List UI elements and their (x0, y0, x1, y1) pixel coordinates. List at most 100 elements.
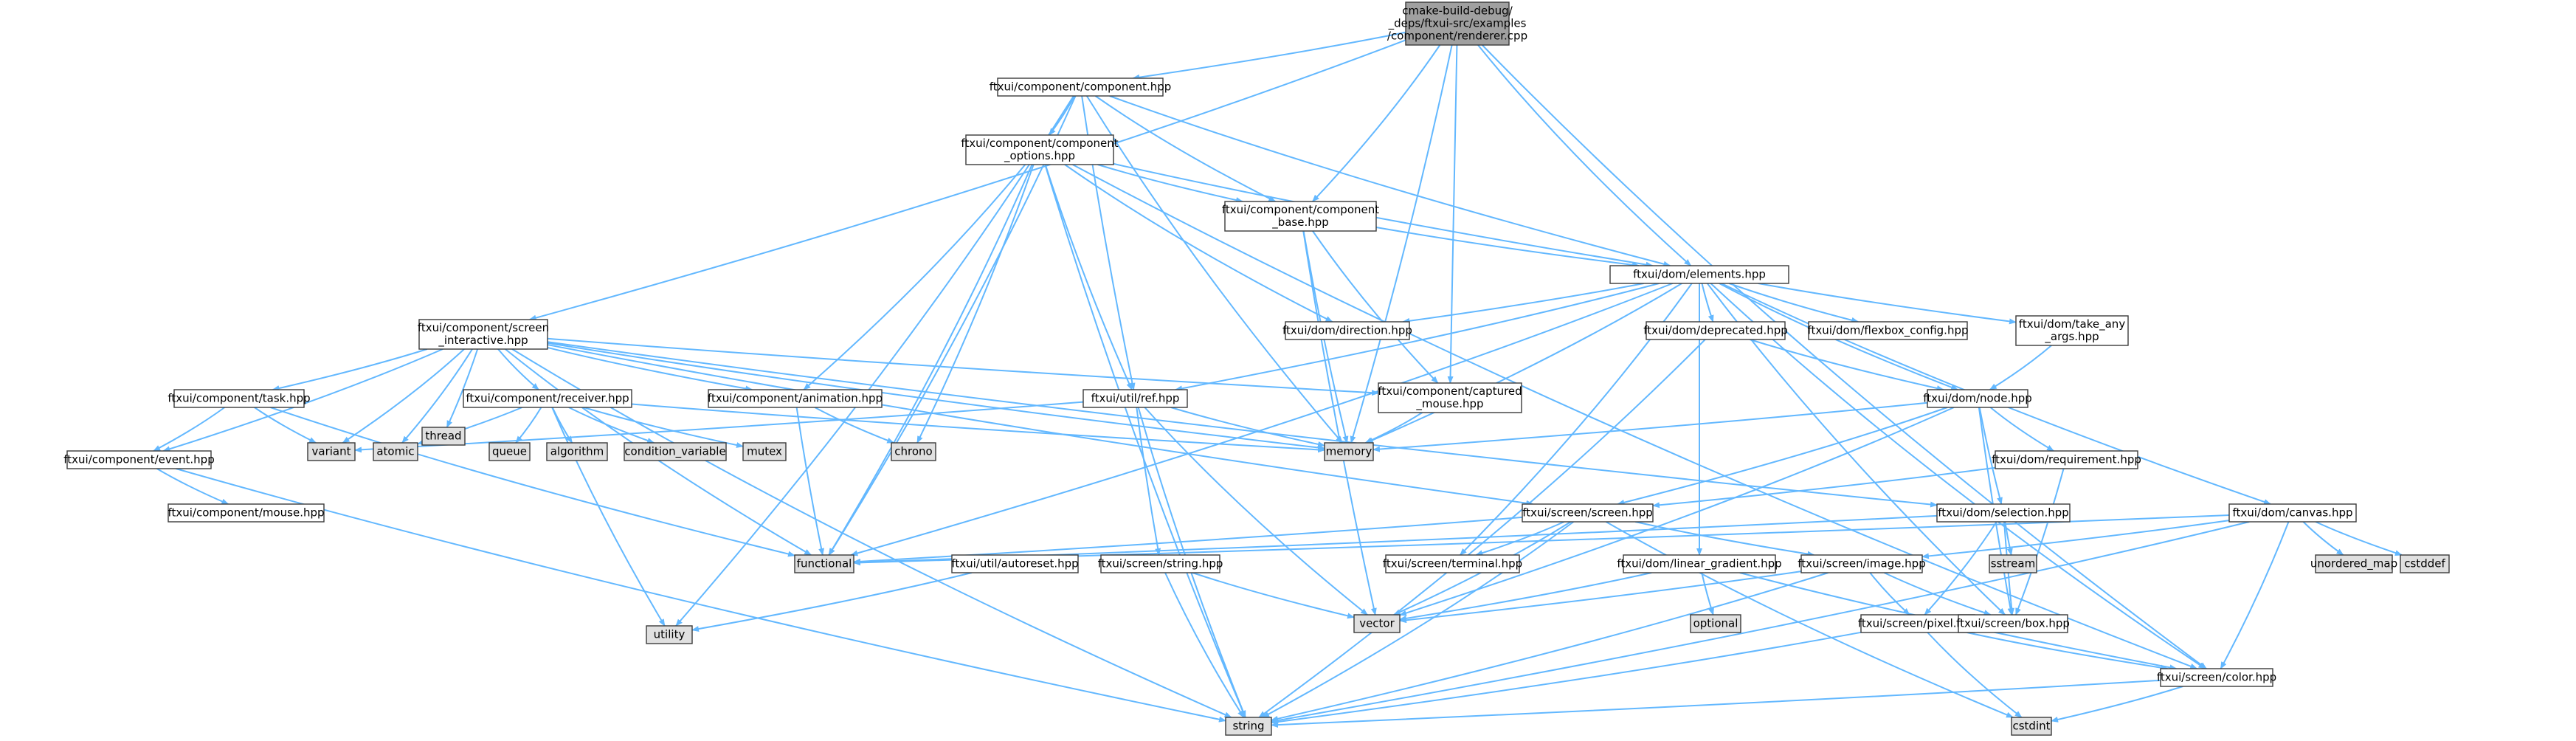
edge-ref-to-string_hpp (1136, 407, 1161, 556)
edge-elements-to-ref (1175, 283, 1660, 392)
node-label-queue-0: queue (492, 445, 527, 458)
node-mutex: mutex (742, 442, 787, 461)
edge-screen_interactive-to-animation (547, 346, 753, 392)
node-box-cstddef (2400, 554, 2450, 573)
node-box-elements (1609, 265, 1789, 284)
edge-selection-to-pixel (1924, 521, 1997, 616)
node-take_any_args[interactable]: ftxui/dom/take_any_args.hpp (2015, 315, 2129, 346)
node-box-terminal (1385, 554, 1520, 573)
node-box-image (1800, 554, 1923, 573)
node-box[interactable]: ftxui/screen/box.hpp (1956, 614, 2070, 633)
node-label-sstream-0: sstream (1991, 557, 2035, 571)
node-selection[interactable]: ftxui/dom/selection.hpp (1936, 503, 2071, 523)
node-event[interactable]: ftxui/component/event.hpp (63, 450, 215, 469)
node-color[interactable]: ftxui/screen/color.hpp (2157, 668, 2276, 687)
node-label-receiver-0: ftxui/component/receiver.hpp (466, 392, 629, 405)
node-component_options[interactable]: ftxui/component/component_options.hpp (961, 134, 1119, 165)
edge-event-to-string (176, 468, 1226, 723)
edge-root-to-elements (1477, 44, 1692, 266)
node-root[interactable]: cmake-build-debug/_deps/ftxui-src/exampl… (1387, 1, 1527, 46)
edge-component-to-component_options (1049, 95, 1076, 136)
node-label-unordered_map-0: unordered_map (2310, 557, 2397, 571)
node-ref[interactable]: ftxui/util/ref.hpp (1082, 389, 1188, 408)
node-component_base[interactable]: ftxui/component/component_base.hpp (1222, 201, 1379, 232)
node-box-screen_interactive (418, 319, 548, 350)
node-captured_mouse[interactable]: ftxui/component/captured_mouse.hpp (1378, 382, 1522, 413)
node-direction[interactable]: ftxui/dom/direction.hpp (1282, 321, 1412, 340)
edge-autoreset-to-utility (691, 572, 973, 633)
node-label-string-0: string (1232, 720, 1264, 733)
node-requirement[interactable]: ftxui/dom/requirement.hpp (1992, 450, 2141, 469)
edge-screen_interactive-to-atomic (401, 348, 473, 444)
node-label-captured_mouse-1: _mouse.hpp (1415, 397, 1483, 411)
node-label-autoreset-0: ftxui/util/autoreset.hpp (951, 557, 1078, 571)
edge-image-to-string (1271, 572, 1829, 722)
node-task[interactable]: ftxui/component/task.hpp (168, 389, 311, 408)
node-elements[interactable]: ftxui/dom/elements.hpp (1609, 265, 1789, 284)
edge-component_options-to-string (1044, 164, 1246, 718)
node-box-unordered_map (2315, 554, 2393, 573)
node-box-sstream (1989, 554, 2037, 573)
node-box-captured_mouse (1378, 382, 1522, 413)
edge-screen_interactive-to-selection (547, 341, 1938, 508)
node-terminal[interactable]: ftxui/screen/terminal.hpp (1383, 554, 1522, 573)
node-pixel[interactable]: ftxui/screen/pixel.hpp (1858, 614, 1978, 633)
node-box-component_options (965, 134, 1114, 165)
node-label-screen-0: ftxui/screen/screen.hpp (1522, 506, 1653, 520)
edge-node-to-selection (1978, 407, 2003, 505)
node-box-variant (307, 442, 356, 461)
node-label-component_base-0: ftxui/component/component (1222, 203, 1379, 216)
node-condition_variable: condition_variable (624, 442, 727, 461)
node-label-mouse-0: ftxui/component/mouse.hpp (168, 506, 324, 520)
node-canvas[interactable]: ftxui/dom/canvas.hpp (2228, 503, 2357, 523)
node-box-requirement (1995, 450, 2138, 469)
edge-elements-to-deprecated (1701, 283, 1714, 323)
edge-elements-to-functional (850, 283, 1674, 556)
edge-component_options-to-direction (1064, 164, 1333, 323)
node-animation[interactable]: ftxui/component/animation.hpp (708, 389, 883, 408)
node-image[interactable]: ftxui/screen/image.hpp (1798, 554, 1926, 573)
node-cstddef: cstddef (2400, 554, 2450, 573)
node-component[interactable]: ftxui/component/component.hpp (990, 77, 1172, 97)
node-box-memory (1324, 442, 1374, 461)
node-screen[interactable]: ftxui/screen/screen.hpp (1522, 503, 1654, 523)
node-box-atomic (373, 442, 418, 461)
edge-receiver-to-utility (551, 407, 666, 627)
node-label-box-0: ftxui/screen/box.hpp (1956, 617, 2070, 630)
node-node[interactable]: ftxui/dom/node.hpp (1923, 389, 2032, 408)
node-label-condition_variable-0: condition_variable (624, 445, 725, 459)
node-linear_gradient[interactable]: ftxui/dom/linear_gradient.hpp (1617, 554, 1782, 573)
edge-receiver-to-memory (631, 403, 1325, 453)
node-chrono: chrono (891, 442, 936, 461)
node-label-selection-0: ftxui/dom/selection.hpp (1938, 506, 2069, 520)
node-label-ref-0: ftxui/util/ref.hpp (1091, 392, 1180, 405)
node-label-component_options-1: _options.hpp (1004, 149, 1075, 163)
edge-requirement-to-box (2014, 468, 2065, 616)
edge-color-to-cstdint (2051, 686, 2183, 723)
node-label-linear_gradient-0: ftxui/dom/linear_gradient.hpp (1617, 557, 1781, 571)
edge-component_options-to-ref (1044, 164, 1133, 390)
node-box-deprecated (1646, 321, 1786, 340)
node-box-cstdint (2011, 717, 2052, 736)
edge-component_base-to-elements (1375, 226, 1640, 268)
edge-component_options-to-elements (1113, 162, 1654, 268)
node-box-string (1225, 717, 1272, 736)
node-box-take_any_args (2015, 315, 2129, 346)
node-screen_interactive[interactable]: ftxui/component/screen_interactive.hpp (418, 319, 549, 350)
dependency-nodes: cmake-build-debug/_deps/ftxui-src/exampl… (63, 1, 2450, 736)
node-autoreset[interactable]: ftxui/util/autoreset.hpp (951, 554, 1079, 573)
node-box-root (1405, 1, 1510, 46)
node-flexbox_config[interactable]: ftxui/dom/flexbox_config.hpp (1808, 321, 1969, 340)
node-box-mouse (168, 503, 325, 523)
node-label-take_any_args-1: _args.hpp (2044, 330, 2099, 344)
node-string_hpp[interactable]: ftxui/screen/string.hpp (1098, 554, 1223, 573)
node-optional: optional (1690, 614, 1741, 633)
edge-canvas-to-string (1271, 521, 2250, 724)
node-mouse[interactable]: ftxui/component/mouse.hpp (168, 503, 325, 523)
node-deprecated[interactable]: ftxui/dom/deprecated.hpp (1643, 321, 1788, 340)
node-receiver[interactable]: ftxui/component/receiver.hpp (463, 389, 632, 408)
node-box-utility (646, 625, 693, 644)
node-memory: memory (1324, 442, 1374, 461)
node-box-screen (1522, 503, 1654, 523)
node-label-pixel-0: ftxui/screen/pixel.hpp (1858, 617, 1978, 630)
